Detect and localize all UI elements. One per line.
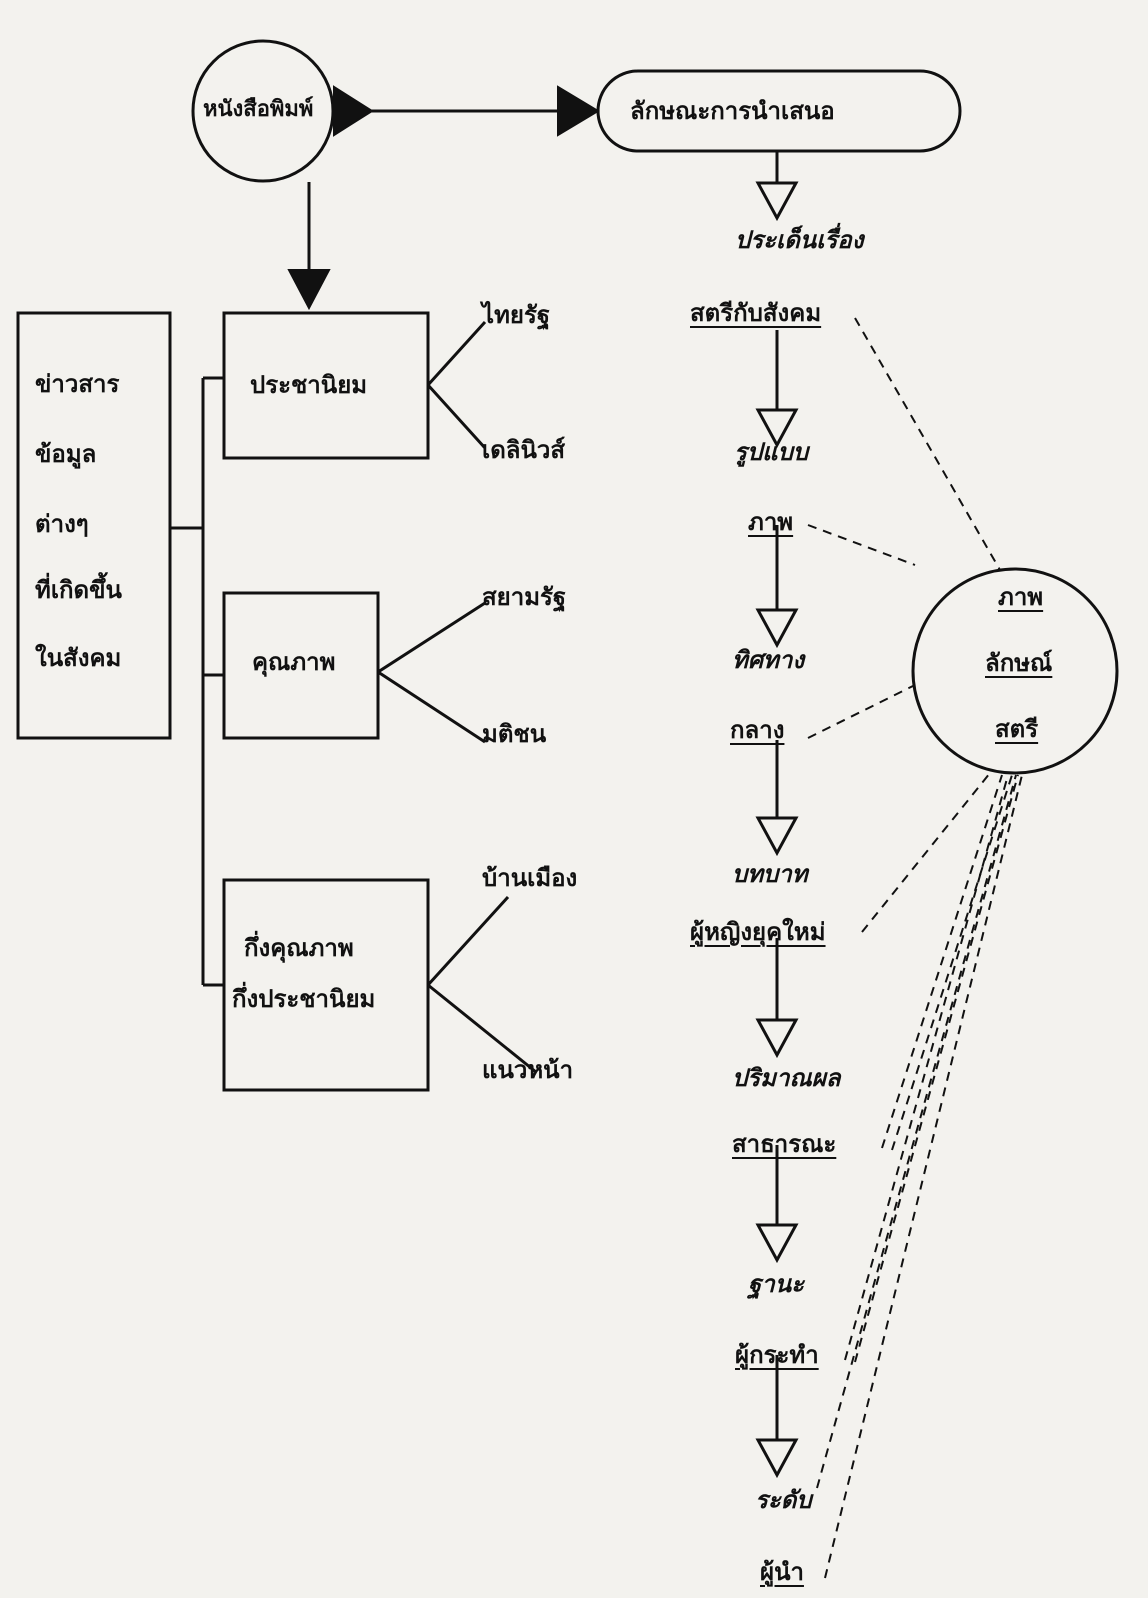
- flow-value: ผู้หญิงยุคใหม่: [690, 918, 826, 946]
- image-circle: [911, 567, 1119, 775]
- flow-heading: บทบาท: [732, 860, 808, 888]
- category-box-kueng: [222, 878, 430, 1092]
- news-line: ข้อมูล: [35, 440, 97, 468]
- flow-heading: ประเด็นเรื่อง: [735, 226, 864, 254]
- news-line: ต่างๆ: [35, 510, 89, 538]
- flow-heading: ปริมาณผล: [732, 1064, 841, 1092]
- flow-value: ผู้นำ: [760, 1558, 804, 1586]
- image-circle-line: ภาพ: [998, 583, 1044, 611]
- category-label: คุณภาพ: [252, 648, 336, 676]
- flow-heading: ฐานะ: [748, 1270, 805, 1298]
- newspaper-name: แนวหน้า: [482, 1056, 574, 1084]
- newspaper-name: บ้านเมือง: [482, 864, 578, 892]
- news-line: ในสังคม: [35, 644, 122, 672]
- newspaper-name: สยามรัฐ: [482, 583, 567, 611]
- category-label: กึ่งคุณภาพ: [244, 934, 354, 962]
- newspaper-name: ไทยรัฐ: [482, 301, 551, 329]
- flow-value: ภาพ: [748, 508, 794, 536]
- category-label: กึ่งประชานิยม: [232, 985, 376, 1013]
- flow-value: สาธารณะ: [732, 1130, 837, 1158]
- newspaper-label: หนังสือพิมพ์: [203, 97, 314, 122]
- category-box-prachaniyom: [222, 311, 430, 460]
- flow-value: สตรีกับสังคม: [690, 299, 822, 327]
- news-line: ที่เกิดขึ้น: [35, 576, 122, 604]
- news-info-box: [16, 311, 172, 740]
- flow-value: กลาง: [730, 716, 785, 744]
- flow-heading: รูปแบบ: [734, 438, 809, 466]
- flow-heading: ระดับ: [755, 1486, 812, 1514]
- category-label: ประชานิยม: [250, 371, 368, 399]
- newspaper-name: เดลินิวส์: [482, 436, 566, 464]
- image-circle-line: สตรี: [995, 715, 1039, 743]
- flow-value: ผู้กระทำ: [735, 1341, 819, 1369]
- flow-heading: ทิศทาง: [732, 646, 805, 674]
- news-line: ข่าวสาร: [35, 370, 120, 398]
- presentation-title: ลักษณะการนำเสนอ: [630, 97, 835, 125]
- image-circle-line: ลักษณ์: [985, 649, 1053, 677]
- category-box-khunnaphap: [222, 591, 380, 740]
- newspaper-name: มติชน: [482, 720, 547, 748]
